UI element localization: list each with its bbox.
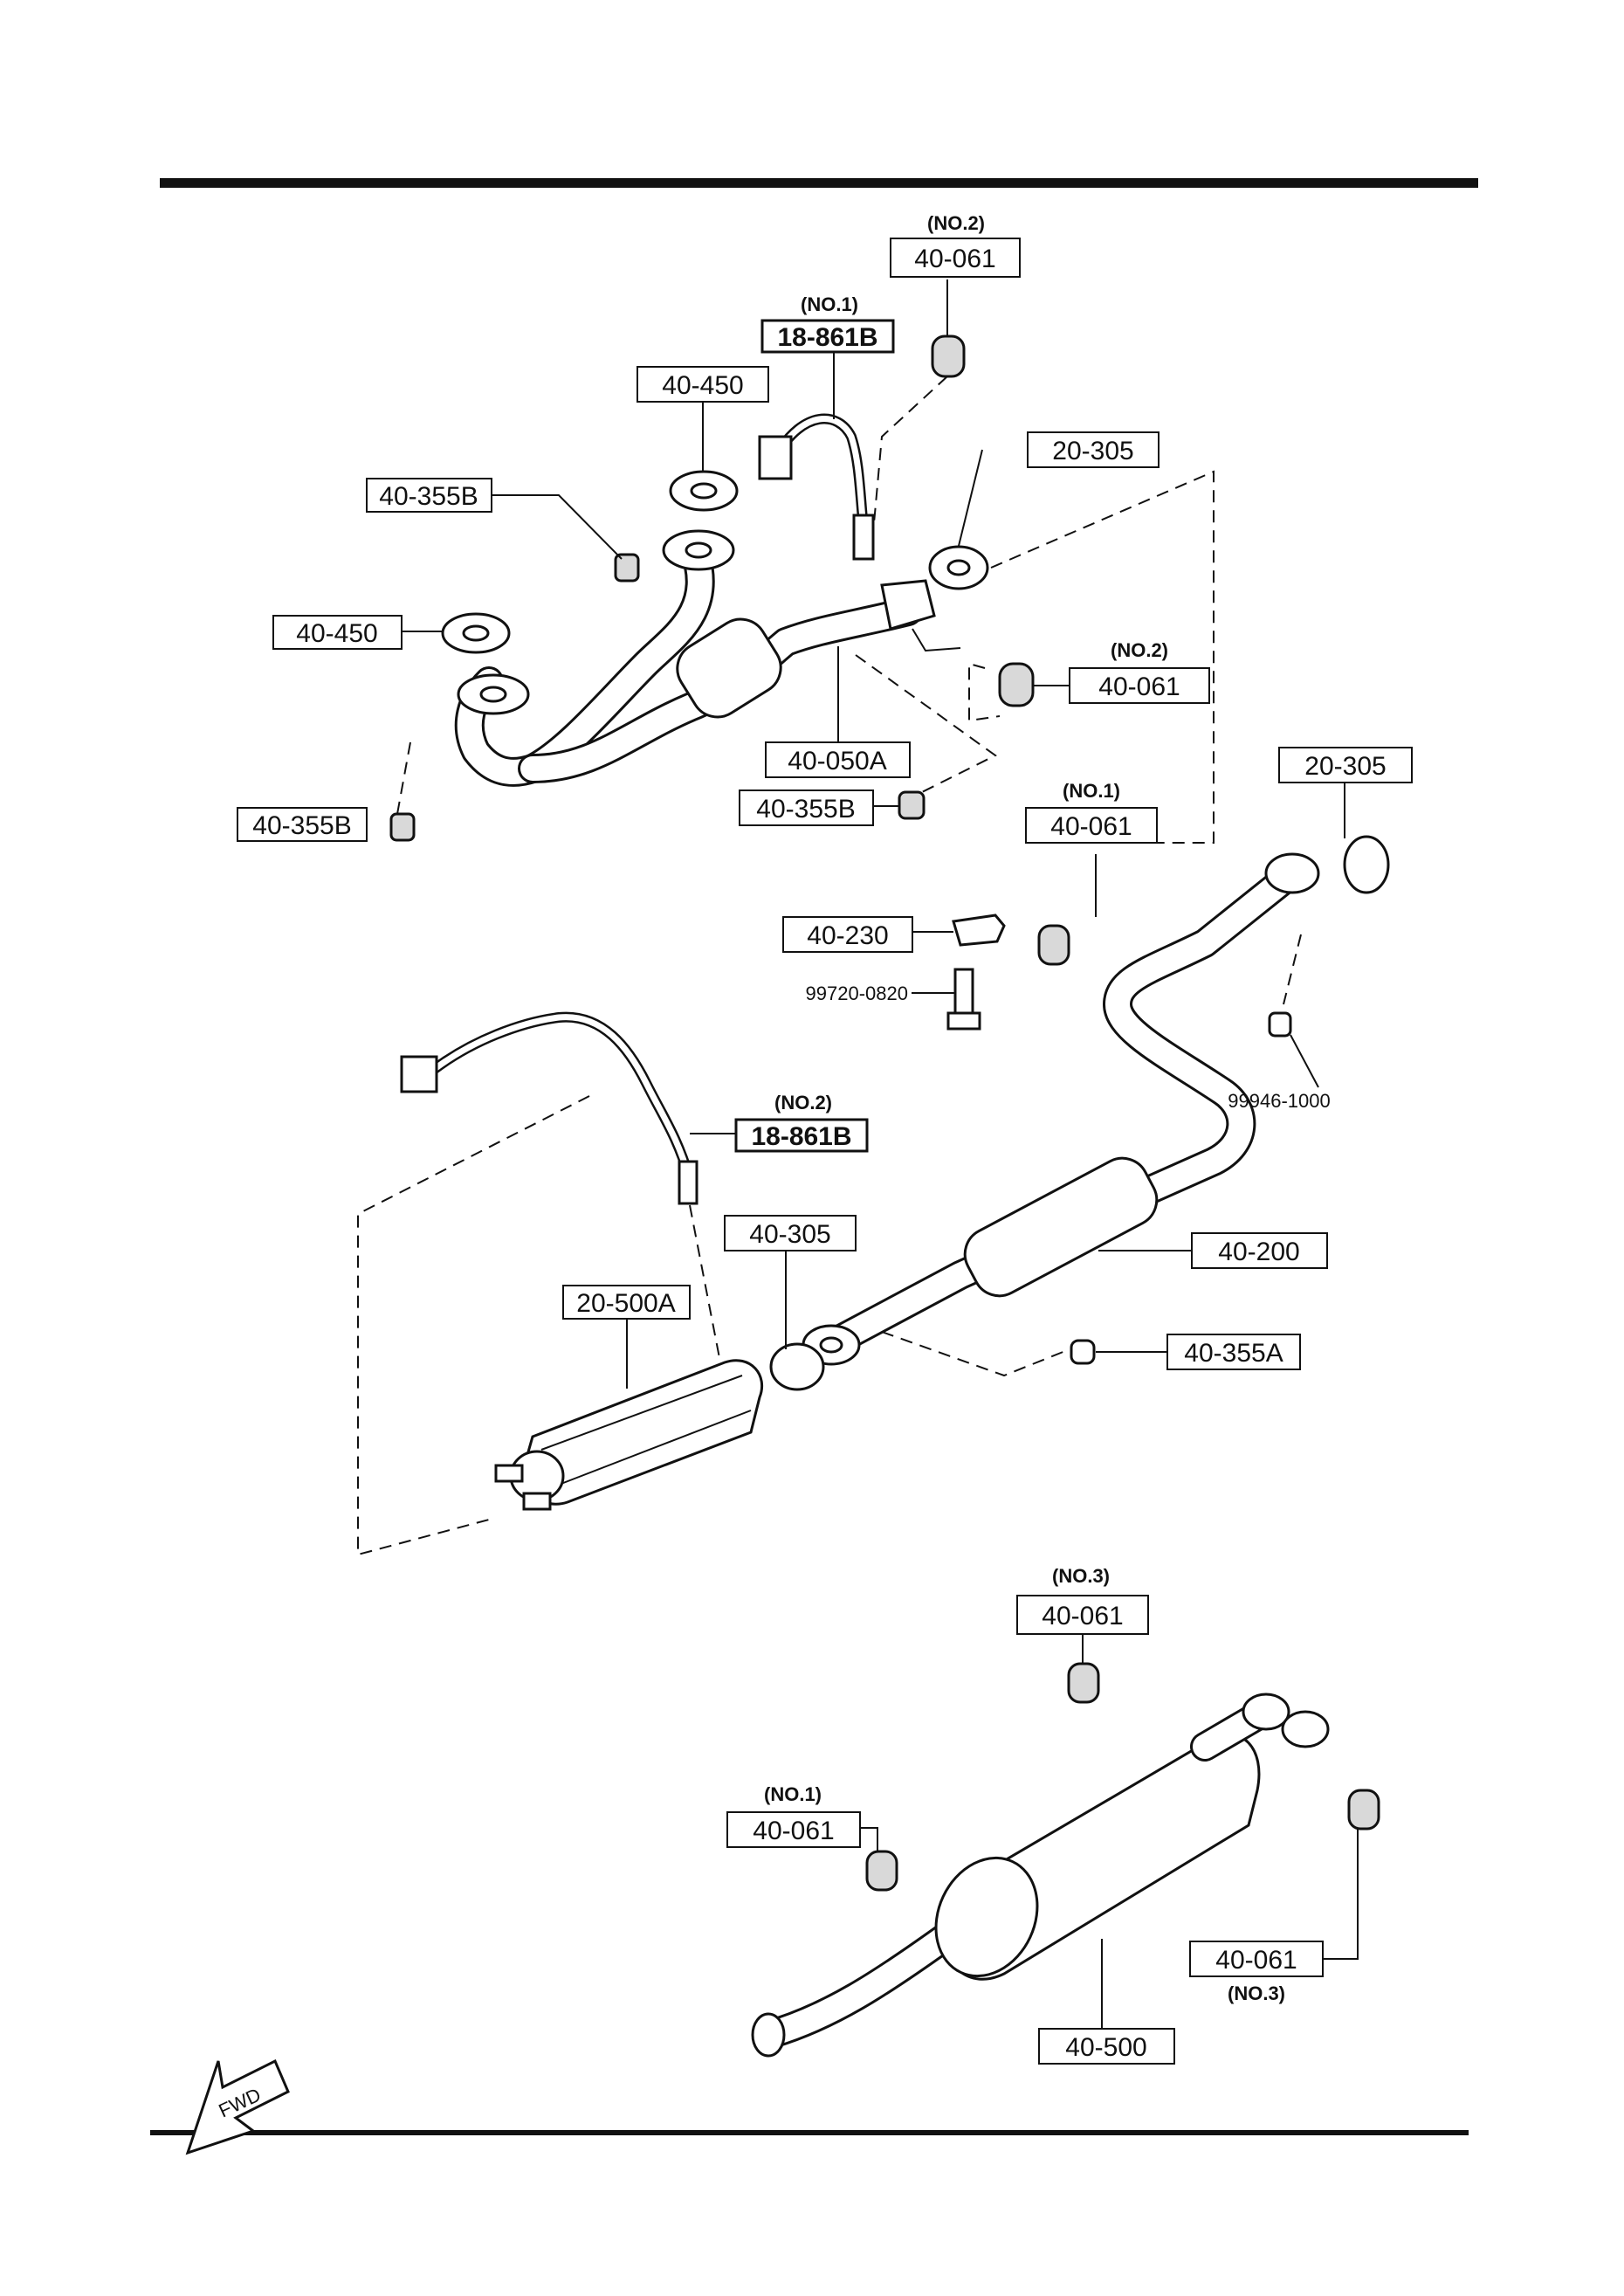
- nut-40-355a-box[interactable]: [1166, 1334, 1301, 1370]
- front-hanger-box[interactable]: [890, 238, 1021, 278]
- hanger-mid-code: 40-061: [1098, 672, 1180, 701]
- nut-40-355a-code: 40-355A: [1184, 1339, 1283, 1368]
- rear-o2-sensor-note: (NO.2): [774, 1092, 832, 1114]
- nut-top-left-box[interactable]: [366, 478, 492, 513]
- bottom-rule: [150, 2130, 1469, 2135]
- hanger-mid-box[interactable]: [1069, 667, 1210, 704]
- main-silencer-box[interactable]: [1038, 2028, 1175, 2065]
- rear-o2-sensor-box[interactable]: [734, 1118, 869, 1153]
- front-pipe-drawing: [454, 529, 961, 787]
- flange-gasket-left-code: 40-450: [296, 619, 377, 648]
- flange-gasket-left-box[interactable]: [272, 615, 403, 650]
- hanger-mid-note: (NO.2): [1111, 639, 1168, 661]
- middle-pipe-drawing: [802, 852, 1320, 1366]
- catalytic-converter-part: [494, 1359, 764, 1511]
- hanger-no1-mid-note: (NO.1): [1063, 780, 1120, 802]
- bracket-part: [946, 914, 1006, 1031]
- gasket-20-305-right-box[interactable]: [1278, 747, 1413, 783]
- rear-o2-sensor-code: 18-861B: [751, 1122, 851, 1151]
- hanger-no3-top-code: 40-061: [1042, 1602, 1123, 1631]
- flange-gasket-left-part: [441, 612, 511, 654]
- front-hanger-code: 40-061: [914, 245, 995, 273]
- catalytic-converter-box[interactable]: [562, 1285, 691, 1320]
- hanger-no1-rear-code: 40-061: [753, 1817, 834, 1845]
- front-o2-sensor-part: [758, 413, 875, 561]
- front-pipe-box[interactable]: [765, 741, 911, 778]
- gasket-20-305-top-box[interactable]: [1027, 431, 1160, 468]
- nut-bottom-left-box[interactable]: [237, 807, 368, 842]
- gasket-20-305-top-code: 20-305: [1052, 437, 1133, 465]
- nut-center-code: 40-355B: [756, 795, 855, 824]
- main-silencer-part: [751, 1693, 1330, 2058]
- middle-pipe-box[interactable]: [1191, 1232, 1328, 1269]
- front-pipe-code: 40-050A: [788, 747, 886, 776]
- flange-gasket-top-part: [669, 470, 739, 512]
- top-rule: [160, 178, 1478, 188]
- hanger-no3-right-note: (NO.3): [1228, 1982, 1285, 2004]
- flange-gasket-top-code: 40-450: [662, 371, 743, 400]
- flange-gasket-top-box[interactable]: [637, 366, 769, 403]
- bolt-code[interactable]: 99720-0820: [806, 983, 908, 1004]
- leader-lines: [402, 279, 1359, 2029]
- nut-center-box[interactable]: [739, 789, 874, 826]
- hanger-no3-right-code: 40-061: [1215, 1946, 1297, 1975]
- main-silencer-code: 40-500: [1065, 2033, 1146, 2062]
- hanger-parts: [865, 334, 1380, 1892]
- rear-o2-sensor-part: [400, 1011, 698, 1205]
- nut-bottom-left-code: 40-355B: [252, 811, 351, 840]
- hanger-no1-mid-code: 40-061: [1050, 812, 1132, 841]
- gasket-40-305-code: 40-305: [749, 1220, 830, 1249]
- gasket-20-305-right-part: [1343, 835, 1390, 894]
- hanger-no1-rear-note: (NO.1): [764, 1783, 822, 1805]
- nut-top-left-code: 40-355B: [379, 482, 478, 511]
- hanger-no1-rear-box[interactable]: [726, 1811, 861, 1848]
- bracket-code: 40-230: [807, 921, 888, 950]
- front-hanger-note: (NO.2): [927, 212, 985, 234]
- hanger-no3-top-note: (NO.3): [1052, 1565, 1110, 1587]
- front-o2-sensor-code: 18-861B: [777, 323, 877, 352]
- gasket-40-305-box[interactable]: [724, 1215, 857, 1251]
- fwd-arrow-icon: FWD: [185, 2058, 290, 2155]
- hanger-no1-mid-box[interactable]: [1025, 807, 1158, 844]
- front-o2-sensor-box[interactable]: [760, 319, 895, 354]
- hanger-no3-right-box[interactable]: [1189, 1941, 1324, 1977]
- hanger-no3-top-box[interactable]: [1016, 1595, 1149, 1635]
- front-o2-sensor-note: (NO.1): [801, 293, 858, 315]
- gasket-40-305-part: [769, 1342, 825, 1391]
- nut-right-code[interactable]: 99946-1000: [1228, 1090, 1330, 1112]
- catalytic-converter-code: 20-500A: [576, 1289, 675, 1318]
- middle-pipe-code: 40-200: [1218, 1238, 1299, 1266]
- bracket-box[interactable]: [782, 916, 913, 953]
- gasket-20-305-right-code: 20-305: [1304, 752, 1386, 781]
